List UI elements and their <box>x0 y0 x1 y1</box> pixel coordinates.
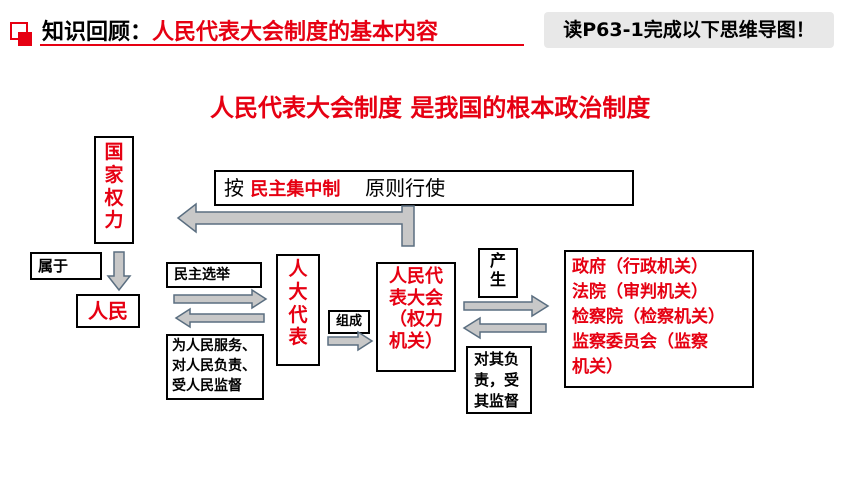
state-organs-box: 政府（行政机关） 法院（审判机关） 检察院（检察机关） 监察委员会（监察 机关） <box>564 250 754 388</box>
task-banner-text: 读P63-1完成以下思维导图！ <box>563 19 815 41</box>
belongs-to-box: 属于 <box>30 252 102 280</box>
compose-right-arrow-icon <box>327 330 374 352</box>
compose-box: 组成 <box>328 310 370 334</box>
election-right-arrow-icon <box>173 288 268 310</box>
responsible-left-arrow-icon <box>462 316 547 340</box>
principle-box: 按 民主集中制 原则行使 <box>214 170 634 206</box>
serve-people-box: 为人民服务、 对人民负责、 受人民监督 <box>166 334 264 400</box>
produce-box: 产 生 <box>478 248 518 298</box>
principle-suffix: 原则行使 <box>365 176 446 200</box>
task-banner: 读P63-1完成以下思维导图！ <box>544 12 834 48</box>
header-logo-icon <box>8 22 34 48</box>
election-box: 民主选举 <box>166 262 262 288</box>
serve-left-arrow-icon <box>174 307 265 329</box>
responsible-box: 对其负 责，受 其监督 <box>466 346 532 414</box>
npc-box: 人民代 表大会 （权力 机关） <box>376 262 456 372</box>
header-title: 知识回顾：人民代表大会制度的基本内容 <box>42 14 438 46</box>
principle-prefix: 按 <box>224 176 244 200</box>
elbow-arrow-icon <box>176 202 415 247</box>
down-arrow-icon <box>106 251 132 292</box>
main-title: 人民代表大会制度 是我国的根本政治制度 <box>210 94 651 122</box>
produce-right-arrow-icon <box>463 294 550 318</box>
principle-highlight: 民主集中制 <box>250 179 341 200</box>
header-title-main: 人民代表大会制度的基本内容 <box>152 20 439 45</box>
people-box: 人民 <box>76 294 140 328</box>
header-title-prefix: 知识回顾： <box>42 20 153 45</box>
deputies-box: 人 大 代 表 <box>276 254 320 366</box>
state-power-box: 国 家 权 力 <box>94 136 134 244</box>
header-underline <box>40 44 524 46</box>
